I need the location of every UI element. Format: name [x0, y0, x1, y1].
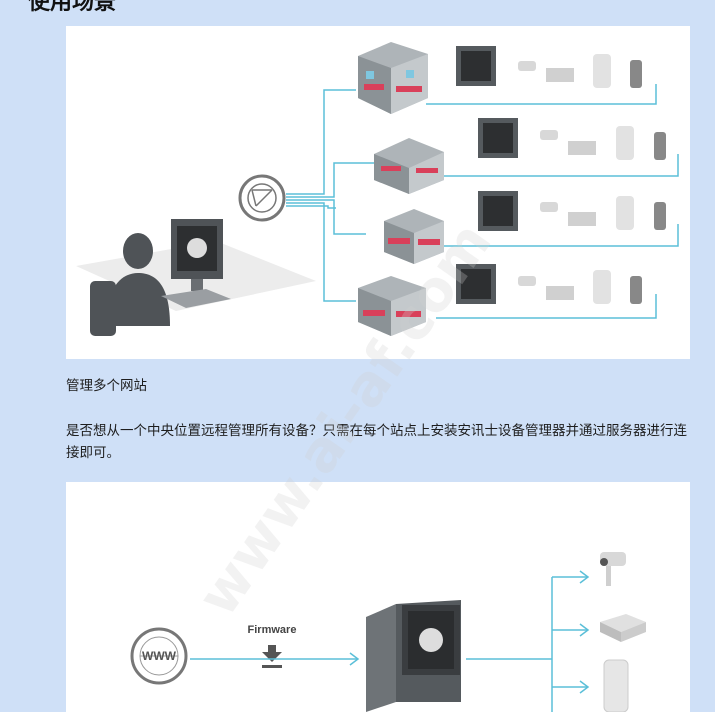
encoder-icon	[546, 68, 574, 82]
device-row-4	[456, 264, 642, 304]
box-device-icon	[616, 126, 634, 160]
network-globe-icon	[240, 176, 284, 220]
site-building-2	[374, 138, 444, 194]
download-icon	[262, 645, 282, 668]
multi-site-diagram	[66, 26, 690, 359]
bullet-camera-icon	[600, 552, 626, 586]
encoder-icon	[568, 212, 596, 226]
firmware-illustration: WWW Firmware	[66, 482, 690, 712]
scenario-caption: 管理多个网站	[66, 375, 696, 397]
device-row-2	[478, 118, 666, 160]
site-building-4	[358, 276, 426, 336]
door-station-icon	[654, 132, 666, 160]
device-row-1	[456, 46, 642, 88]
bullet-camera-icon	[540, 202, 558, 212]
bullet-camera-icon	[540, 130, 558, 140]
site-building-1	[358, 42, 428, 114]
www-label: WWW	[142, 649, 177, 663]
box-device-icon	[604, 660, 628, 712]
management-server	[366, 600, 461, 712]
bullet-camera-icon	[518, 61, 536, 71]
firmware-diagram: WWW Firmware	[66, 482, 690, 712]
encoder-icon	[600, 614, 646, 642]
door-station-icon	[630, 60, 642, 88]
encoder-icon	[568, 141, 596, 155]
box-device-icon	[616, 196, 634, 230]
multi-site-illustration	[66, 26, 690, 359]
box-device-icon	[593, 270, 611, 304]
operator-silhouette	[90, 233, 170, 336]
bullet-camera-icon	[518, 276, 536, 286]
site-building-3	[384, 209, 444, 264]
door-station-icon	[630, 276, 642, 304]
camera-logo-icon	[419, 628, 443, 652]
camera-logo-icon	[187, 238, 207, 258]
device-distribution-lines	[466, 571, 588, 712]
encoder-icon	[546, 286, 574, 300]
door-station-icon	[654, 202, 666, 230]
firmware-label: Firmware	[248, 624, 297, 636]
device-row-3	[478, 191, 666, 231]
section-heading: 使用场景	[28, 0, 116, 16]
box-device-icon	[593, 54, 611, 88]
scenario-description: 是否想从一个中央位置远程管理所有设备？只需在每个站点上安装安讯士设备管理器并通过…	[66, 420, 696, 464]
www-globe-icon: WWW	[132, 629, 186, 683]
